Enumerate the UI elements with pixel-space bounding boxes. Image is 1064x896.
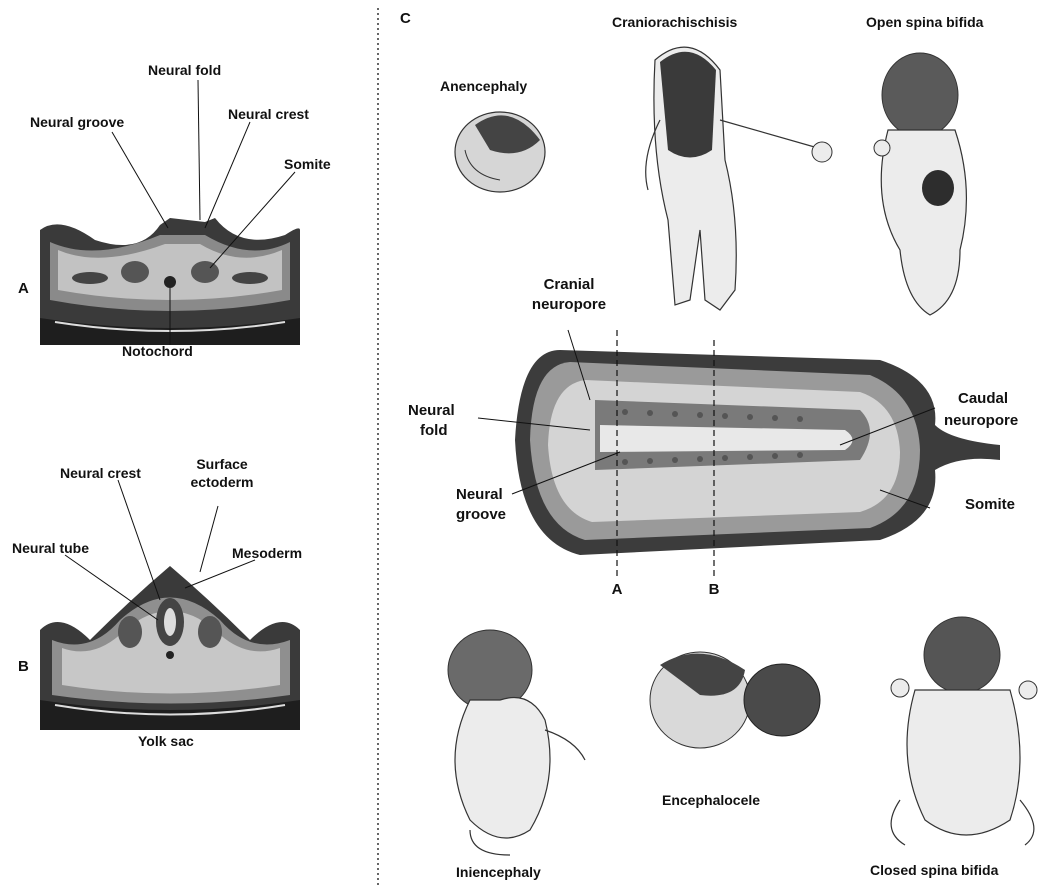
label-anencephaly: Anencephaly bbox=[440, 78, 527, 95]
panel-label-b: B bbox=[18, 658, 29, 675]
label-neural-crest-b: Neural crest bbox=[60, 465, 141, 482]
label-neural-fold-a: Neural fold bbox=[148, 62, 221, 79]
encephalocele-illustration bbox=[650, 652, 820, 748]
label-neural-groove-c-2: groove bbox=[456, 506, 506, 523]
label-somite-c: Somite bbox=[965, 496, 1015, 513]
label-cranial-2: neuropore bbox=[532, 296, 606, 313]
label-closed-spina-bifida: Closed spina bifida bbox=[870, 862, 998, 879]
label-caudal-1: Caudal bbox=[958, 390, 1008, 407]
embryo-dorsal-view bbox=[478, 330, 1000, 580]
iniencephaly-illustration bbox=[448, 630, 585, 855]
anencephaly-illustration bbox=[455, 112, 545, 192]
closed-spina-bifida-illustration bbox=[891, 617, 1037, 845]
label-surface-2: ectoderm bbox=[190, 474, 253, 491]
label-neural-crest-a: Neural crest bbox=[228, 106, 309, 123]
label-yolk-sac: Yolk sac bbox=[138, 733, 194, 750]
label-iniencephaly: Iniencephaly bbox=[456, 864, 541, 881]
label-open-spina-bifida: Open spina bifida bbox=[866, 14, 983, 31]
label-notochord: Notochord bbox=[122, 343, 193, 360]
craniorachischisis-illustration bbox=[646, 47, 832, 310]
panel-label-a: A bbox=[18, 280, 29, 297]
label-cranial-1: Cranial bbox=[544, 276, 595, 293]
label-encephalocele: Encephalocele bbox=[662, 792, 760, 809]
label-neural-fold-c-2: fold bbox=[420, 422, 448, 439]
label-section-a: A bbox=[612, 581, 623, 598]
label-caudal-2: neuropore bbox=[944, 412, 1018, 429]
label-somite-a: Somite bbox=[284, 156, 331, 173]
label-neural-tube: Neural tube bbox=[12, 540, 89, 557]
label-neural-fold-c-1: Neural bbox=[408, 402, 455, 419]
label-craniorachischisis: Craniorachischisis bbox=[612, 14, 737, 31]
panel-label-c: C bbox=[400, 10, 411, 27]
open-spina-bifida-illustration bbox=[874, 53, 966, 315]
label-neural-groove-c-1: Neural bbox=[456, 486, 503, 503]
label-neural-groove-a: Neural groove bbox=[30, 114, 124, 131]
panel-b-cross-section bbox=[40, 480, 300, 730]
label-section-b: B bbox=[709, 581, 720, 598]
label-mesoderm: Mesoderm bbox=[232, 545, 302, 562]
label-surface-1: Surface bbox=[196, 456, 247, 473]
